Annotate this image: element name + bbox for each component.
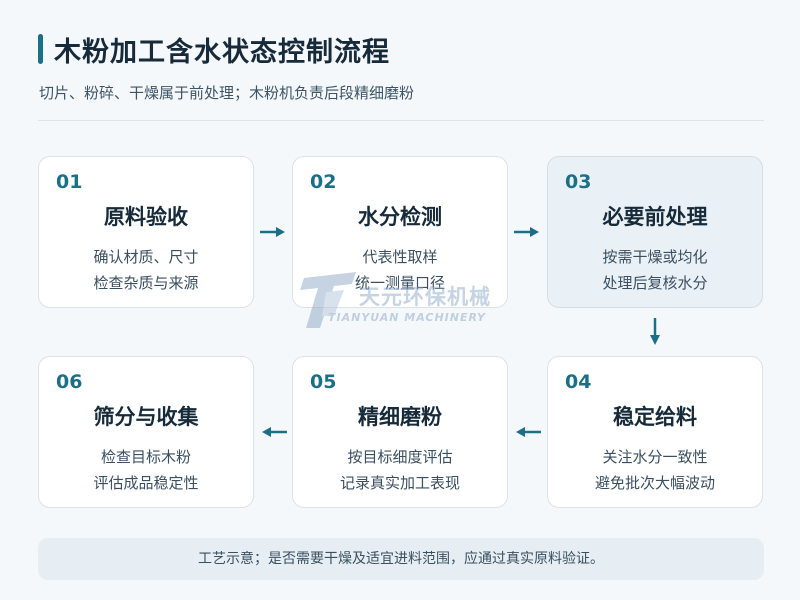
- step-number: 04: [565, 371, 592, 393]
- logo-mark-icon: [300, 272, 356, 328]
- step-detail: 检查杂质与来源: [93, 274, 199, 292]
- step-detail: 评估成品稳定性: [93, 474, 199, 492]
- watermark-text-cn: 天元环保机械: [359, 285, 491, 309]
- step-number: 02: [310, 171, 337, 193]
- title-accent-bar: [38, 34, 43, 64]
- step-title: 精细磨粉: [358, 405, 442, 429]
- header-divider: [38, 120, 764, 121]
- step-detail: 按需干燥或均化: [602, 248, 708, 266]
- step-card-4: 04 稳定给料 关注水分一致性 避免批次大幅波动: [547, 356, 763, 508]
- step-title: 水分检测: [358, 205, 442, 229]
- step-detail: 避免批次大幅波动: [594, 474, 715, 492]
- step-title: 筛分与收集: [93, 405, 199, 429]
- step-card-3: 03 必要前处理 按需干燥或均化 处理后复核水分: [547, 156, 763, 308]
- step-detail: 确认材质、尺寸: [93, 248, 199, 266]
- arrow-right-icon: [514, 227, 539, 237]
- step-number: 05: [310, 371, 337, 393]
- step-number: 01: [56, 171, 83, 193]
- step-title: 原料验收: [104, 205, 188, 229]
- arrow-left-icon: [262, 427, 287, 437]
- step-detail: 统一测量口径: [354, 274, 445, 292]
- step-detail: 按目标细度评估: [347, 448, 453, 466]
- step-title: 稳定给料: [613, 405, 697, 429]
- step-title: 必要前处理: [602, 205, 708, 229]
- step-detail: 检查目标木粉: [100, 448, 191, 466]
- step-card-6: 06 筛分与收集 检查目标木粉 评估成品稳定性: [38, 356, 254, 508]
- watermark-logo: 天元环保机械 TIANYUAN MACHINERY: [298, 268, 508, 338]
- step-card-5: 05 精细磨粉 按目标细度评估 记录真实加工表现: [292, 356, 508, 508]
- arrow-left-icon: [516, 427, 541, 437]
- arrow-right-icon: [260, 227, 285, 237]
- step-detail: 记录真实加工表现: [339, 474, 460, 492]
- step-number: 06: [56, 371, 83, 393]
- step-detail: 关注水分一致性: [602, 448, 708, 466]
- page-title: 木粉加工含水状态控制流程: [54, 37, 390, 68]
- step-detail: 代表性取样: [362, 248, 438, 266]
- step-card-1: 01 原料验收 确认材质、尺寸 检查杂质与来源: [38, 156, 254, 308]
- page-subtitle: 切片、粉碎、干燥属于前处理；木粉机负责后段精细磨粉: [39, 84, 415, 102]
- watermark-text-en: TIANYUAN MACHINERY: [328, 311, 486, 324]
- step-detail: 处理后复核水分: [602, 274, 708, 292]
- arrow-down-icon: [650, 318, 660, 345]
- step-number: 03: [565, 171, 592, 193]
- footer-note: 工艺示意；是否需要干燥及适宜进料范围，应通过真实原料验证。: [38, 538, 764, 580]
- step-card-2: 02 水分检测 代表性取样 统一测量口径: [292, 156, 508, 308]
